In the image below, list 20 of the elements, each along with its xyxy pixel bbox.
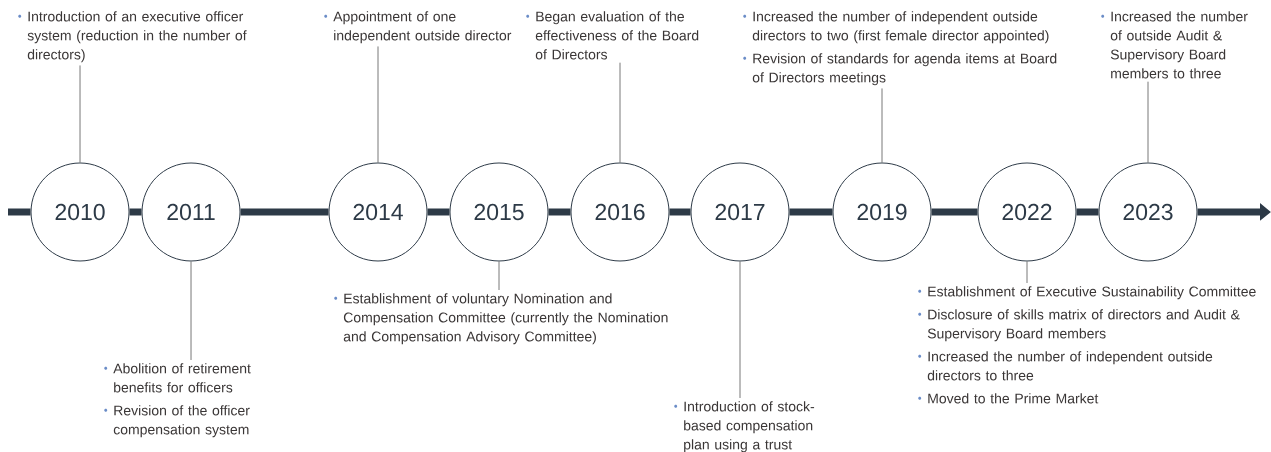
event-note: Increased the number of independent outside directors to two (first female director appointed) Revision of standards for agenda items at Board of Directors meetings	[743, 11, 1057, 86]
event-note: Establishment of voluntary Nomination and Compensation Committee (currently the Nomination and Compensation Advisory Committee)	[334, 293, 668, 345]
leader-line	[1147, 81, 1149, 163]
timeline-segment	[1076, 208, 1099, 216]
leader-line	[79, 65, 81, 163]
event-note: Abolition of retirement benefits for officers Revision of the officer compensation system	[104, 363, 251, 438]
event-note: Began evaluation of the effectiveness of the Board of Directors	[526, 11, 699, 60]
leader-line	[377, 46, 379, 163]
leader-line	[739, 261, 741, 399]
leader-line	[190, 261, 192, 361]
timeline-segment	[931, 208, 978, 216]
leader-line	[619, 62, 621, 163]
event-note: Introduction of stock-based compensation plan using a trust	[674, 401, 815, 452]
leader-line	[498, 261, 500, 291]
event-note: Increased the number of outside Audit & Supervisory Board members to three	[1101, 11, 1248, 79]
leader-line	[1026, 261, 1028, 284]
event-note: Establishment of Executive Sustainability Committee Disclosure of skills matrix of directors and Audit & Supervisory Board members Increased the number of independent outside directors to three Moved to the Prime Market	[918, 286, 1256, 404]
event-note: Introduction of an executive officer system (reduction in the number of directors)	[18, 11, 247, 63]
leader-line	[881, 88, 883, 163]
event-note: Appointment of one independent outside director	[324, 11, 512, 44]
